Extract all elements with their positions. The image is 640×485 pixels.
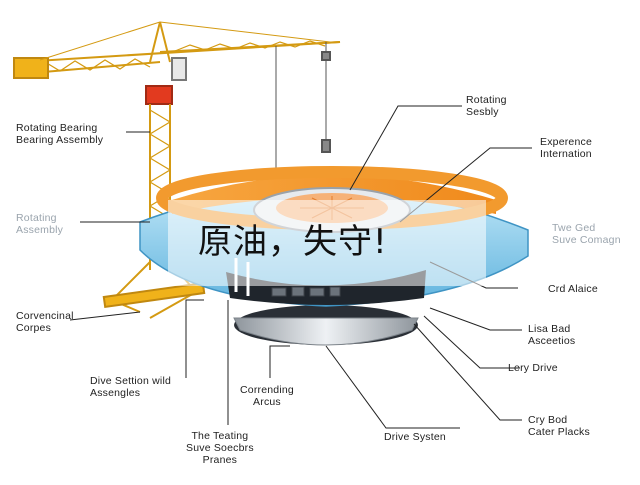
tower-crane [13,21,341,319]
inner-machinery [271,286,341,297]
leader-lines [69,105,532,429]
label-teating-plates: The Teating Suve Soecbrs Pranes [186,430,254,466]
banner-backdrop [168,200,486,286]
label-corrending-arcus: Corrending Arcus [240,384,294,408]
label-lery-drive: Lery Drive [508,362,558,374]
label-drive-section: Dive Settion wild Assengles [90,375,172,399]
label-cry-bod: Cry Bod Cater Placks [528,414,590,438]
label-rotating-sealy: Rotating Sesbly [466,94,507,118]
label-crd-alaice: Crd Alaice [548,283,598,295]
label-experence-internation: Experence Internation [540,136,592,160]
label-lisa-bad: Lisa Bad Asceetios [528,323,576,347]
label-conventional-copes: Corvencinal Corpes [16,310,74,334]
label-rotating-bearing: Rotating Bearing Bearing Assembly [16,122,104,146]
label-twe-ged: Twe Ged Suve Comagn [552,222,621,246]
label-rotating-assembly: Rotating Assembly [16,212,64,236]
label-drive-system: Drive Systen [384,431,446,443]
banner-title: 原油，失守! [198,222,388,262]
